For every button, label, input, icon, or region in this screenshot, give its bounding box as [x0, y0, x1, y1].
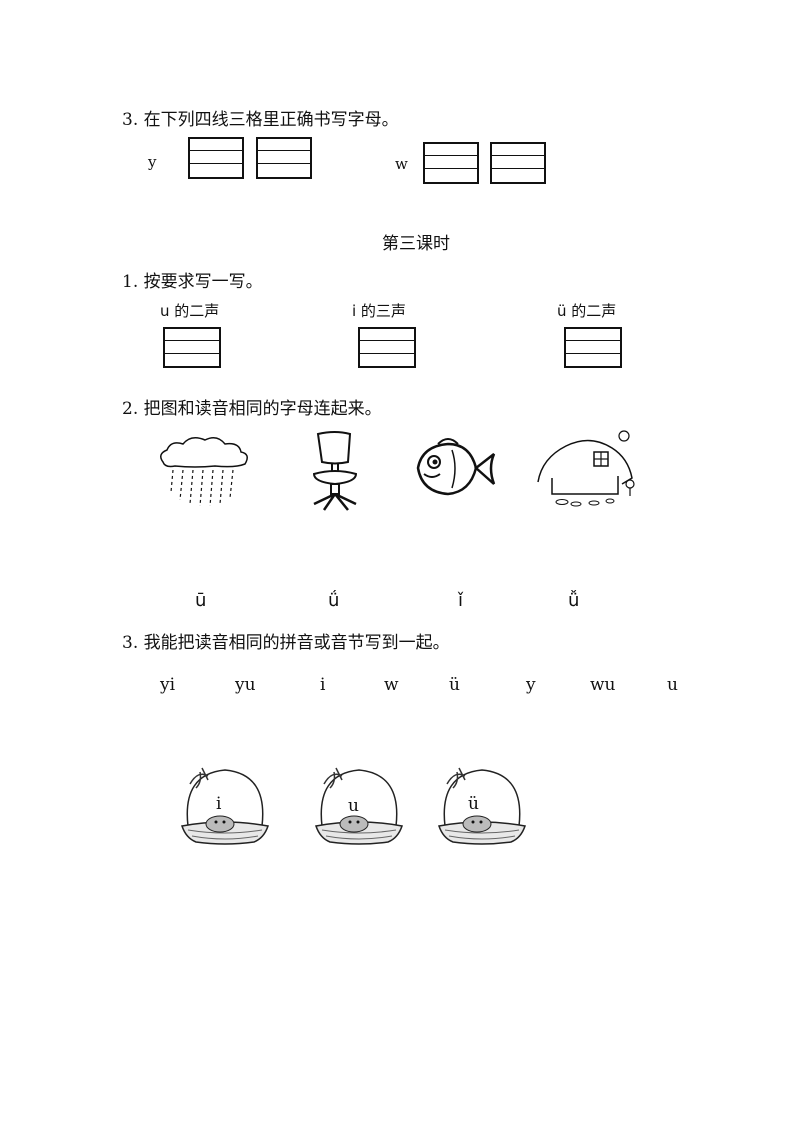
- four-line-grid[interactable]: [564, 327, 622, 368]
- four-line-grid[interactable]: [188, 137, 244, 179]
- tone-prompt-u: u 的二声: [160, 302, 220, 320]
- tone-letter-i3[interactable]: ǐ: [458, 590, 464, 611]
- tone-prompt-i: i 的三声: [352, 302, 406, 320]
- house-picture[interactable]: [532, 428, 642, 513]
- basket-u[interactable]: u: [312, 764, 407, 849]
- basket-label: u: [348, 796, 359, 816]
- basket-label: ü: [468, 794, 479, 814]
- syllable-v[interactable]: ü: [449, 675, 460, 695]
- syllable-i[interactable]: i: [320, 675, 326, 695]
- tone-letter-u1[interactable]: ū: [195, 590, 207, 611]
- rain-cloud-picture[interactable]: [155, 432, 255, 512]
- four-line-grid[interactable]: [256, 137, 312, 179]
- tone-letter-v3[interactable]: ǚ: [568, 590, 580, 611]
- chair-picture[interactable]: [300, 430, 370, 515]
- syllable-u[interactable]: u: [667, 675, 678, 695]
- four-line-grid[interactable]: [163, 327, 221, 368]
- tone-prompt-v: ü 的二声: [557, 302, 617, 320]
- basket-icon: [315, 767, 403, 845]
- basket-icon: [438, 767, 526, 845]
- question-3-title: 3. 在下列四线三格里正确书写字母。: [122, 110, 399, 130]
- syllable-y[interactable]: y: [526, 675, 536, 695]
- fish-picture[interactable]: [412, 434, 497, 504]
- question-1-title: 1. 按要求写一写。: [122, 272, 263, 292]
- tone-letter-v2[interactable]: ǘ: [328, 590, 340, 611]
- syllable-yu[interactable]: yu: [235, 675, 256, 695]
- question-3b-title: 3. 我能把读音相同的拼音或音节写到一起。: [122, 633, 450, 653]
- syllable-w[interactable]: w: [384, 675, 399, 695]
- basket-i[interactable]: i: [178, 764, 273, 849]
- basket-label: i: [216, 794, 222, 814]
- four-line-grid[interactable]: [490, 142, 546, 184]
- lesson-heading: 第三课时: [382, 234, 450, 254]
- syllable-yi[interactable]: yi: [160, 675, 176, 695]
- letter-w: w: [395, 155, 408, 173]
- basket-v[interactable]: ü: [435, 764, 530, 849]
- question-2-title: 2. 把图和读音相同的字母连起来。: [122, 399, 382, 419]
- four-line-grid[interactable]: [358, 327, 416, 368]
- four-line-grid[interactable]: [423, 142, 479, 184]
- letter-y: y: [148, 153, 157, 171]
- basket-icon: [181, 767, 269, 845]
- syllable-wu[interactable]: wu: [590, 675, 616, 695]
